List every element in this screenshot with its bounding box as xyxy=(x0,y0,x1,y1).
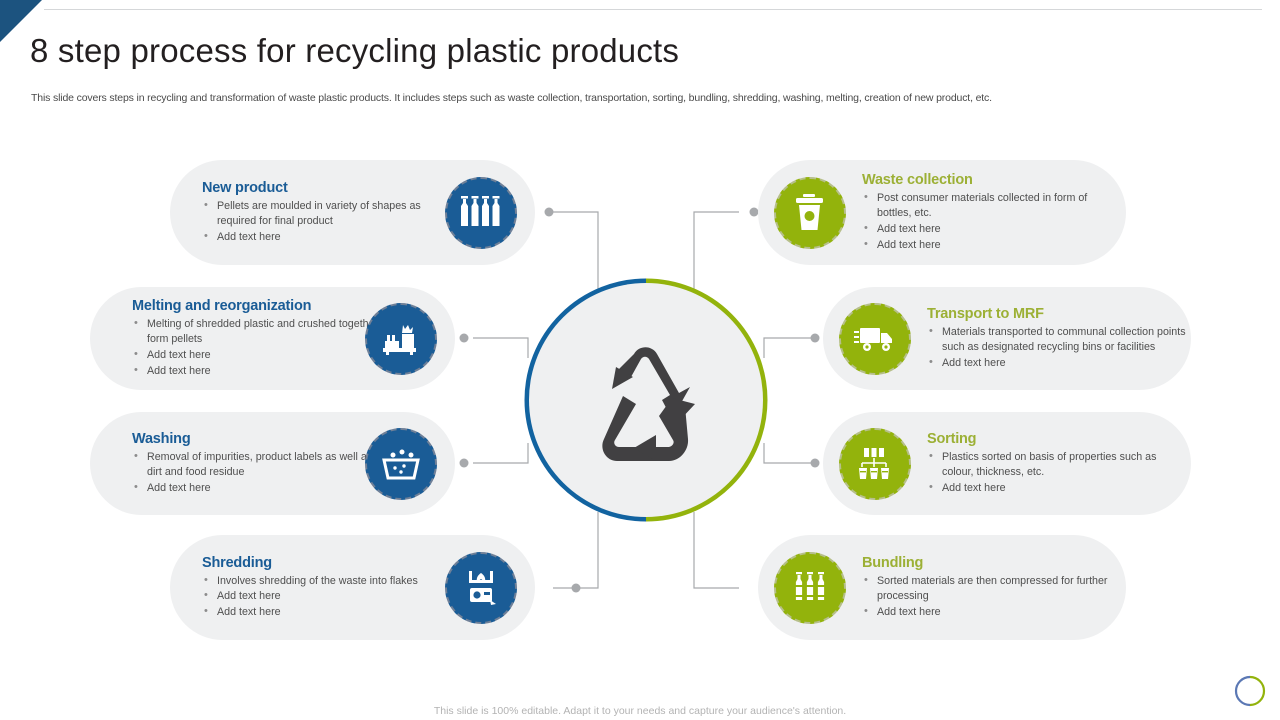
card-title-melting: Melting and reorganization xyxy=(132,297,312,314)
footer-note: This slide is 100% editable. Adapt it to… xyxy=(433,705,847,717)
card-title-washing: Washing xyxy=(132,430,191,447)
card-title-new-product: New product xyxy=(202,179,288,196)
card-washing[interactable]: Washing Removal of impurities, product l… xyxy=(90,412,455,515)
list-item: Add text here xyxy=(927,480,1182,497)
card-shredding[interactable]: Shredding Involves shredding of the wast… xyxy=(170,535,535,640)
factory-melting-icon xyxy=(383,324,416,355)
shredder-icon xyxy=(469,570,496,605)
bullet-list-waste-collection: Post consumer materials collected in for… xyxy=(862,189,1117,254)
list-item: Materials transported to communal collec… xyxy=(927,323,1192,356)
list-item: Add text here xyxy=(202,229,452,246)
card-sorting[interactable]: Sorting Plastics sorted on basis of prop… xyxy=(823,412,1191,515)
list-item: Post consumer materials collected in for… xyxy=(862,189,1117,222)
bullet-list-transport-to-mrf: Materials transported to communal collec… xyxy=(927,323,1192,372)
corner-triangle-decoration xyxy=(0,0,42,42)
list-item: Removal of impurities, product labels as… xyxy=(132,448,382,481)
card-transport-to-mrf[interactable]: Transport to MRF Materials transported t… xyxy=(823,287,1191,390)
card-bundling[interactable]: Bundling Sorted materials are then compr… xyxy=(758,535,1126,640)
list-item: Add text here xyxy=(927,355,1192,372)
truck-icon xyxy=(854,327,892,351)
badge-melting[interactable] xyxy=(365,302,437,375)
trash-bin-icon xyxy=(796,193,823,230)
badge-bundling[interactable] xyxy=(774,551,846,624)
recycle-icon xyxy=(602,347,695,461)
sorting-icon xyxy=(859,447,889,479)
list-item: Add text here xyxy=(132,347,392,364)
badge-new-product[interactable] xyxy=(445,176,517,249)
badge-washing[interactable] xyxy=(365,427,437,500)
card-title-sorting: Sorting xyxy=(927,430,977,447)
card-title-transport-to-mrf: Transport to MRF xyxy=(927,305,1044,322)
page-subtitle: This slide covers steps in recycling and… xyxy=(31,92,992,104)
list-item: Add text here xyxy=(132,363,392,380)
card-title-bundling: Bundling xyxy=(862,554,924,571)
list-item: Sorted materials are then compressed for… xyxy=(862,572,1112,605)
list-item: Add text here xyxy=(202,588,452,605)
bullet-list-shredding: Involves shredding of the waste into fla… xyxy=(202,572,452,621)
hub-disc xyxy=(529,283,763,517)
list-item: Involves shredding of the waste into fla… xyxy=(202,572,452,589)
bullet-list-sorting: Plastics sorted on basis of properties s… xyxy=(927,448,1182,497)
list-item: Add text here xyxy=(862,237,1117,254)
bullet-list-bundling: Sorted materials are then compressed for… xyxy=(862,572,1112,621)
list-item: Plastics sorted on basis of properties s… xyxy=(927,448,1182,481)
badge-shredding[interactable] xyxy=(445,551,517,624)
list-item: Add text here xyxy=(862,604,1112,621)
header-divider-rule xyxy=(44,9,1262,10)
page-title: 8 step process for recycling plastic pro… xyxy=(30,32,680,69)
list-item: Pellets are moulded in variety of shapes… xyxy=(202,197,452,230)
list-item: Add text here xyxy=(862,221,1117,238)
badge-sorting[interactable] xyxy=(839,427,911,500)
bundled-bottles-icon xyxy=(793,571,827,600)
list-item: Melting of shredded plastic and crushed … xyxy=(132,315,392,348)
badge-transport-to-mrf[interactable] xyxy=(839,302,911,375)
bullet-list-new-product: Pellets are moulded in variety of shapes… xyxy=(202,197,452,246)
card-new-product[interactable]: New product Pellets are moulded in varie… xyxy=(170,160,535,265)
card-title-shredding: Shredding xyxy=(202,554,272,571)
list-item: Add text here xyxy=(202,604,452,621)
card-melting-and-reorganization[interactable]: Melting and reorganization Melting of sh… xyxy=(90,287,455,390)
bottles-row-icon xyxy=(461,195,500,226)
badge-waste-collection[interactable] xyxy=(774,176,846,249)
list-item: Add text here xyxy=(132,480,382,497)
bullet-list-melting: Melting of shredded plastic and crushed … xyxy=(132,315,392,380)
ring-logo xyxy=(1234,675,1266,707)
wash-basin-icon xyxy=(382,449,420,479)
central-recycling-hub xyxy=(521,275,771,525)
card-waste-collection[interactable]: Waste collection Post consumer materials… xyxy=(758,160,1126,265)
card-title-waste-collection: Waste collection xyxy=(862,171,973,188)
bullet-list-washing: Removal of impurities, product labels as… xyxy=(132,448,382,497)
